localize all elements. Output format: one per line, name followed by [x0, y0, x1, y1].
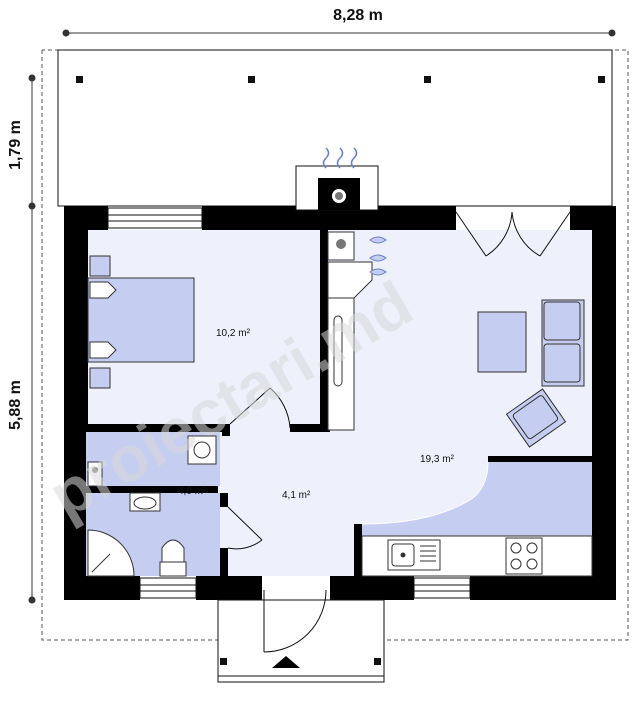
- room-area-hall: 4,1 m²: [282, 490, 311, 501]
- interior-walls: [86, 230, 594, 578]
- fireplace-hearth: [327, 261, 373, 299]
- washbasin: [129, 492, 161, 512]
- armchair: [505, 388, 567, 448]
- terrace-double-door: [455, 211, 571, 257]
- washing-machine: [87, 461, 103, 487]
- room-area-living: 19,3 m²: [420, 454, 455, 465]
- windows: [107, 207, 471, 599]
- cooktop-icon: [505, 537, 543, 575]
- room-area-bedroom: 10,2 m²: [216, 328, 251, 339]
- dimension-width-label: 8,28 m: [333, 7, 383, 24]
- porch-posts: [220, 658, 381, 665]
- entrance-door: [263, 589, 327, 653]
- room-area-bathroom: 4,0 m²: [178, 486, 207, 497]
- bathroom-door: [227, 506, 263, 550]
- coffee-table: [477, 311, 527, 373]
- outer-walls: [64, 206, 616, 600]
- bedroom-door: [229, 387, 291, 429]
- nightstand: [89, 255, 111, 277]
- bed: [87, 277, 195, 363]
- sofa: [541, 299, 585, 387]
- shower: [87, 529, 135, 577]
- sink-icon: [387, 539, 441, 571]
- terrace-posts: [76, 76, 605, 83]
- smoke-icon: [322, 147, 358, 169]
- dimension-depth-label: 5,88 m: [7, 380, 24, 430]
- dimension-lines: [28, 29, 616, 604]
- nightstand: [89, 367, 111, 389]
- stove: [327, 231, 355, 261]
- toilet: [159, 539, 187, 577]
- heat-icon: [369, 236, 387, 276]
- entrance-arrow-icon: [272, 656, 300, 668]
- dimension-porch-label: 1,79 m: [7, 120, 24, 170]
